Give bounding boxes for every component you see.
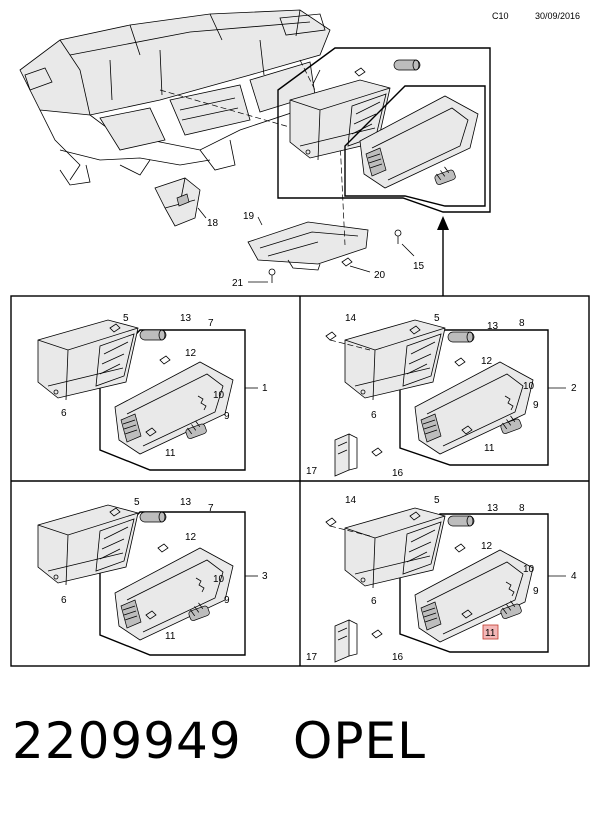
p4-callout-13: 13 (487, 503, 499, 514)
callout-21: 21 (232, 278, 244, 289)
p1-callout-1: 1 (262, 383, 268, 394)
p3-callout-7: 7 (208, 503, 214, 514)
p4-callout-9: 9 (533, 586, 539, 597)
p3-callout-9: 9 (224, 595, 230, 606)
p2-callout-12: 12 (481, 356, 493, 367)
p2-callout-6: 6 (371, 410, 377, 421)
inset-door-frame (344, 85, 486, 207)
p4-callout-5: 5 (434, 495, 440, 506)
p3-callout-5: 5 (134, 497, 140, 508)
p2-callout-9: 9 (533, 400, 539, 411)
lower-tray-part-19 (247, 221, 369, 271)
p2-callout-14: 14 (345, 313, 357, 324)
screw-21 (268, 268, 276, 284)
p2-callout-17: 17 (306, 466, 318, 477)
p4-callout-12: 12 (481, 541, 493, 552)
p4-callout-11[interactable]: 11 (485, 628, 496, 639)
inset-frame (277, 47, 491, 213)
callout-15: 15 (413, 261, 425, 272)
highlight-box-11[interactable] (482, 624, 499, 640)
variant-panel-2 (325, 319, 549, 477)
p1-callout-12: 12 (185, 348, 197, 359)
inset-handle (433, 165, 457, 186)
p4-callout-16: 16 (392, 652, 404, 663)
p2-callout-10: 10 (523, 381, 535, 392)
screw-20 (341, 257, 353, 267)
p4-callout-6: 6 (371, 596, 377, 607)
diagram-code: C10 (492, 11, 509, 21)
p1-callout-11: 11 (165, 448, 176, 459)
inset-clip (354, 67, 366, 77)
p1-callout-10: 10 (213, 390, 225, 401)
part-number: 2209949 (12, 712, 242, 770)
p4-callout-17: 17 (306, 652, 318, 663)
p3-callout-3: 3 (262, 571, 268, 582)
p1-callout-5: 5 (123, 313, 129, 324)
callout-19: 19 (243, 211, 255, 222)
diagram-date: 30/09/2016 (535, 11, 581, 21)
p1-callout-9: 9 (224, 411, 230, 422)
p3-callout-10: 10 (213, 574, 225, 585)
callout-20: 20 (374, 270, 386, 281)
p4-callout-4: 4 (571, 571, 577, 582)
p4-callout-14: 14 (345, 495, 357, 506)
p4-callout-8: 8 (519, 503, 525, 514)
p1-callout-13: 13 (180, 313, 192, 324)
p1-callout-7: 7 (208, 318, 214, 329)
callout-18: 18 (207, 218, 219, 229)
variant-panel-4 (325, 507, 549, 663)
bracket-part-18 (154, 177, 201, 227)
p3-callout-13: 13 (180, 497, 192, 508)
p4-callout-10: 10 (523, 564, 535, 575)
up-arrow (437, 216, 449, 230)
p2-callout-2: 2 (571, 383, 577, 394)
p2-callout-8: 8 (519, 318, 525, 329)
variant-panel-3 (37, 504, 246, 656)
p3-callout-6: 6 (61, 595, 67, 606)
instrument-panel-drawing (19, 9, 331, 186)
p3-callout-12: 12 (185, 532, 197, 543)
p2-callout-5: 5 (434, 313, 440, 324)
brand-name: OPEL (293, 712, 426, 770)
p2-callout-13: 13 (487, 321, 499, 332)
p3-callout-11: 11 (165, 631, 176, 642)
variant-panel-1 (37, 319, 246, 471)
inset-handle-13 (393, 59, 421, 71)
screw-15 (394, 229, 402, 245)
p2-callout-16: 16 (392, 468, 404, 479)
p2-callout-11: 11 (484, 443, 495, 454)
p1-callout-6: 6 (61, 408, 67, 419)
